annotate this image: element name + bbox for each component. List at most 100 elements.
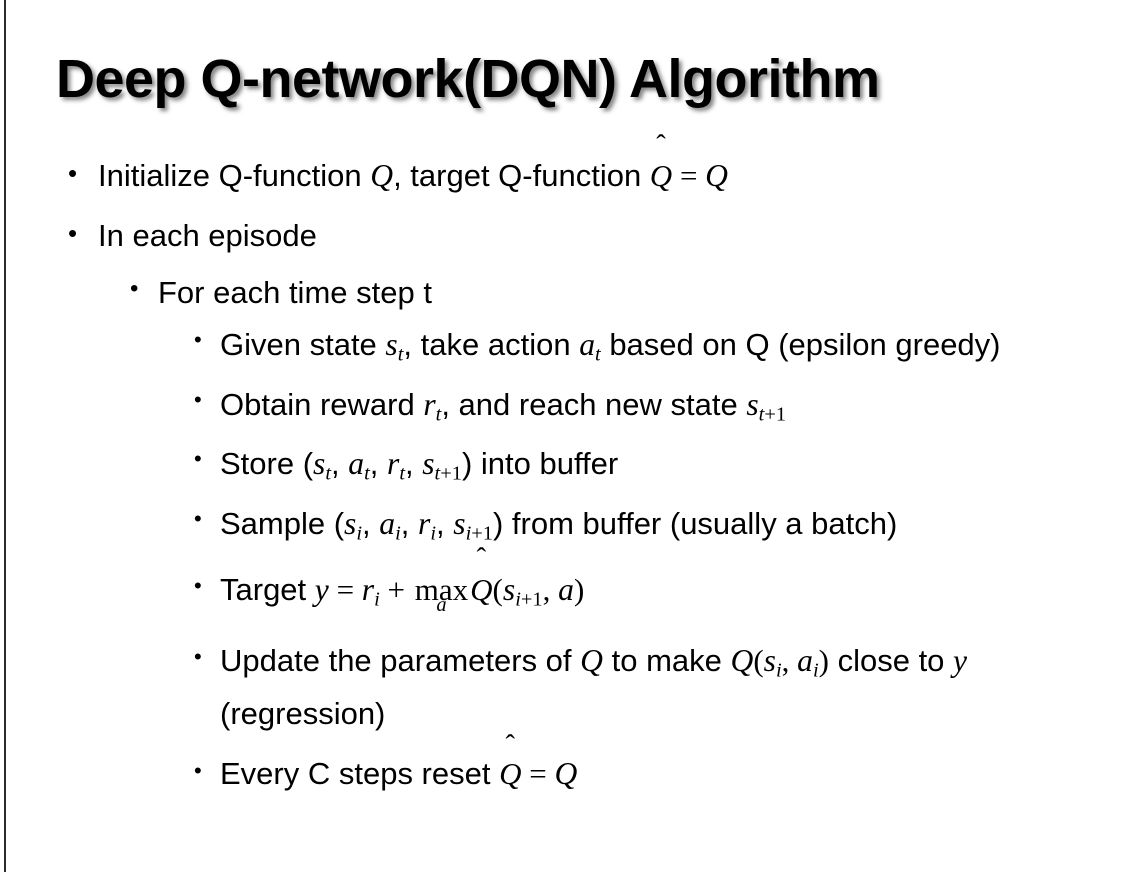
text-run: Update the parameters of bbox=[220, 642, 581, 678]
bullet-marker-icon: • bbox=[194, 506, 202, 532]
bullet-marker-icon: • bbox=[194, 327, 202, 352]
text-run: +1 bbox=[440, 463, 462, 486]
bullet-reset-target-text: Every C steps reset Q̂ = Q bbox=[220, 746, 1124, 802]
math-q-hat: Q̂ bbox=[470, 559, 492, 621]
bullet-for-each-time-step-text: For each time step t bbox=[158, 275, 432, 310]
bullet-store-transition: • Store (st, at, rt, st+1) into buffer bbox=[0, 439, 1124, 499]
bullet-update-parameters: • Update the parameters of Q to make Q(s… bbox=[0, 639, 1124, 737]
bullet-sample-batch-text: Sample (si, ai, ri, si+1) from buffer (u… bbox=[220, 499, 1124, 559]
math-subscript: i bbox=[812, 659, 819, 682]
text-run: (regression) bbox=[220, 696, 386, 732]
math-var-a: a bbox=[348, 446, 365, 482]
text-run: , bbox=[436, 506, 454, 542]
math-plus: + bbox=[380, 572, 413, 607]
math-var-q: Q bbox=[580, 642, 603, 678]
text-run: Store ( bbox=[220, 446, 314, 482]
math-subscript: i bbox=[356, 522, 363, 545]
math-var-y: y bbox=[953, 642, 968, 678]
bullet-initialize-text: Initialize Q-function Q , target Q-functi… bbox=[98, 146, 1124, 206]
bullet-marker-icon: • bbox=[194, 758, 202, 784]
text-run: +1 bbox=[471, 522, 493, 545]
text-run: Obtain reward bbox=[220, 386, 424, 422]
math-subscript: i+1 bbox=[515, 589, 542, 611]
math-var-q: Q bbox=[554, 756, 578, 792]
math-var-r: r bbox=[423, 386, 436, 422]
text-run: , bbox=[362, 506, 380, 542]
math-var-a: a bbox=[379, 506, 396, 542]
math-var-s: s bbox=[502, 571, 516, 607]
math-var-s: s bbox=[385, 327, 398, 362]
math-subscript: t+1 bbox=[759, 403, 786, 425]
math-subscript: i+1 bbox=[466, 523, 493, 545]
text-run: , bbox=[542, 571, 559, 607]
text-run: , target Q-function bbox=[393, 158, 650, 193]
bullet-marker-icon: • bbox=[194, 386, 202, 412]
math-subscript: t bbox=[397, 343, 404, 366]
text-run: t bbox=[758, 403, 765, 426]
math-var-s: s bbox=[344, 506, 357, 542]
text-run: + bbox=[387, 571, 406, 607]
math-subscript: t bbox=[325, 463, 332, 486]
math-var-s: s bbox=[763, 642, 776, 678]
math-var-s: s bbox=[422, 446, 435, 482]
bullet-reset-target: • Every C steps reset Q̂ = Q bbox=[0, 746, 1124, 802]
text-run: , bbox=[400, 506, 419, 542]
math-subscript: t bbox=[399, 463, 405, 486]
text-run: +1 bbox=[520, 588, 543, 611]
math-equals: = bbox=[672, 158, 705, 193]
math-paren-close: ) bbox=[573, 571, 585, 607]
math-q-hat-base: Q bbox=[470, 571, 493, 607]
math-q-hat-base: Q bbox=[499, 756, 522, 792]
math-subscript: t bbox=[364, 463, 370, 486]
bullet-update-parameters-text: Update the parameters of Q to make Q(si,… bbox=[220, 639, 1124, 737]
text-run: close to bbox=[828, 642, 954, 678]
text-run: Initialize Q-function bbox=[98, 158, 371, 193]
bullet-in-each-episode-text: In each episode bbox=[98, 218, 317, 253]
text-run: Given state bbox=[220, 327, 386, 362]
math-equals: = bbox=[521, 756, 554, 791]
math-q-hat: Q̂ bbox=[650, 146, 672, 206]
math-max-limit: a bbox=[436, 593, 447, 616]
text-run: to make bbox=[602, 642, 731, 678]
bullet-store-transition-text: Store (st, at, rt, st+1) into buffer bbox=[220, 439, 1124, 499]
text-run: , and reach new state bbox=[441, 386, 747, 422]
math-paren-open: ( bbox=[492, 571, 503, 607]
math-paren-close: ) bbox=[818, 642, 829, 678]
text-run: ) from buffer (usually a batch) bbox=[493, 506, 898, 542]
text-run: , bbox=[369, 446, 387, 482]
bullet-marker-icon: • bbox=[68, 158, 78, 188]
math-var-y: y bbox=[314, 571, 329, 607]
text-run: = bbox=[679, 158, 698, 193]
text-run: +1 bbox=[764, 403, 787, 426]
text-run: i bbox=[465, 522, 472, 545]
bullet-marker-icon: • bbox=[194, 572, 202, 598]
math-var-r: r bbox=[387, 446, 400, 482]
math-var-s: s bbox=[313, 446, 326, 482]
text-run: , take action bbox=[403, 327, 580, 362]
bullet-in-each-episode: • In each episode bbox=[0, 206, 1124, 266]
bullet-marker-icon: • bbox=[68, 218, 78, 248]
math-subscript: i bbox=[374, 588, 380, 611]
text-run: = bbox=[336, 571, 355, 607]
math-var-q: Q bbox=[705, 158, 728, 193]
text-run: based on Q (epsilon greedy) bbox=[600, 327, 1001, 362]
math-equals: = bbox=[329, 572, 362, 607]
bullet-sample-batch: • Sample (si, ai, ri, si+1) from buffer … bbox=[0, 499, 1124, 559]
bullet-given-state: • Given state st, take action at based o… bbox=[0, 320, 1124, 380]
math-var-r: r bbox=[361, 571, 375, 607]
text-run: i bbox=[515, 588, 521, 611]
text-run: Sample ( bbox=[220, 506, 345, 542]
math-var-s: s bbox=[746, 386, 759, 422]
math-var-a: a bbox=[797, 642, 813, 678]
math-var-a: a bbox=[558, 571, 574, 607]
left-edge-rule bbox=[4, 0, 6, 872]
text-run: Target bbox=[220, 571, 315, 607]
text-run: Every C steps reset bbox=[220, 756, 500, 792]
math-subscript: t bbox=[595, 343, 601, 366]
text-run: = bbox=[529, 756, 547, 792]
math-var-q: Q bbox=[730, 642, 754, 678]
text-run: , bbox=[331, 446, 349, 482]
text-run: , bbox=[405, 446, 423, 482]
